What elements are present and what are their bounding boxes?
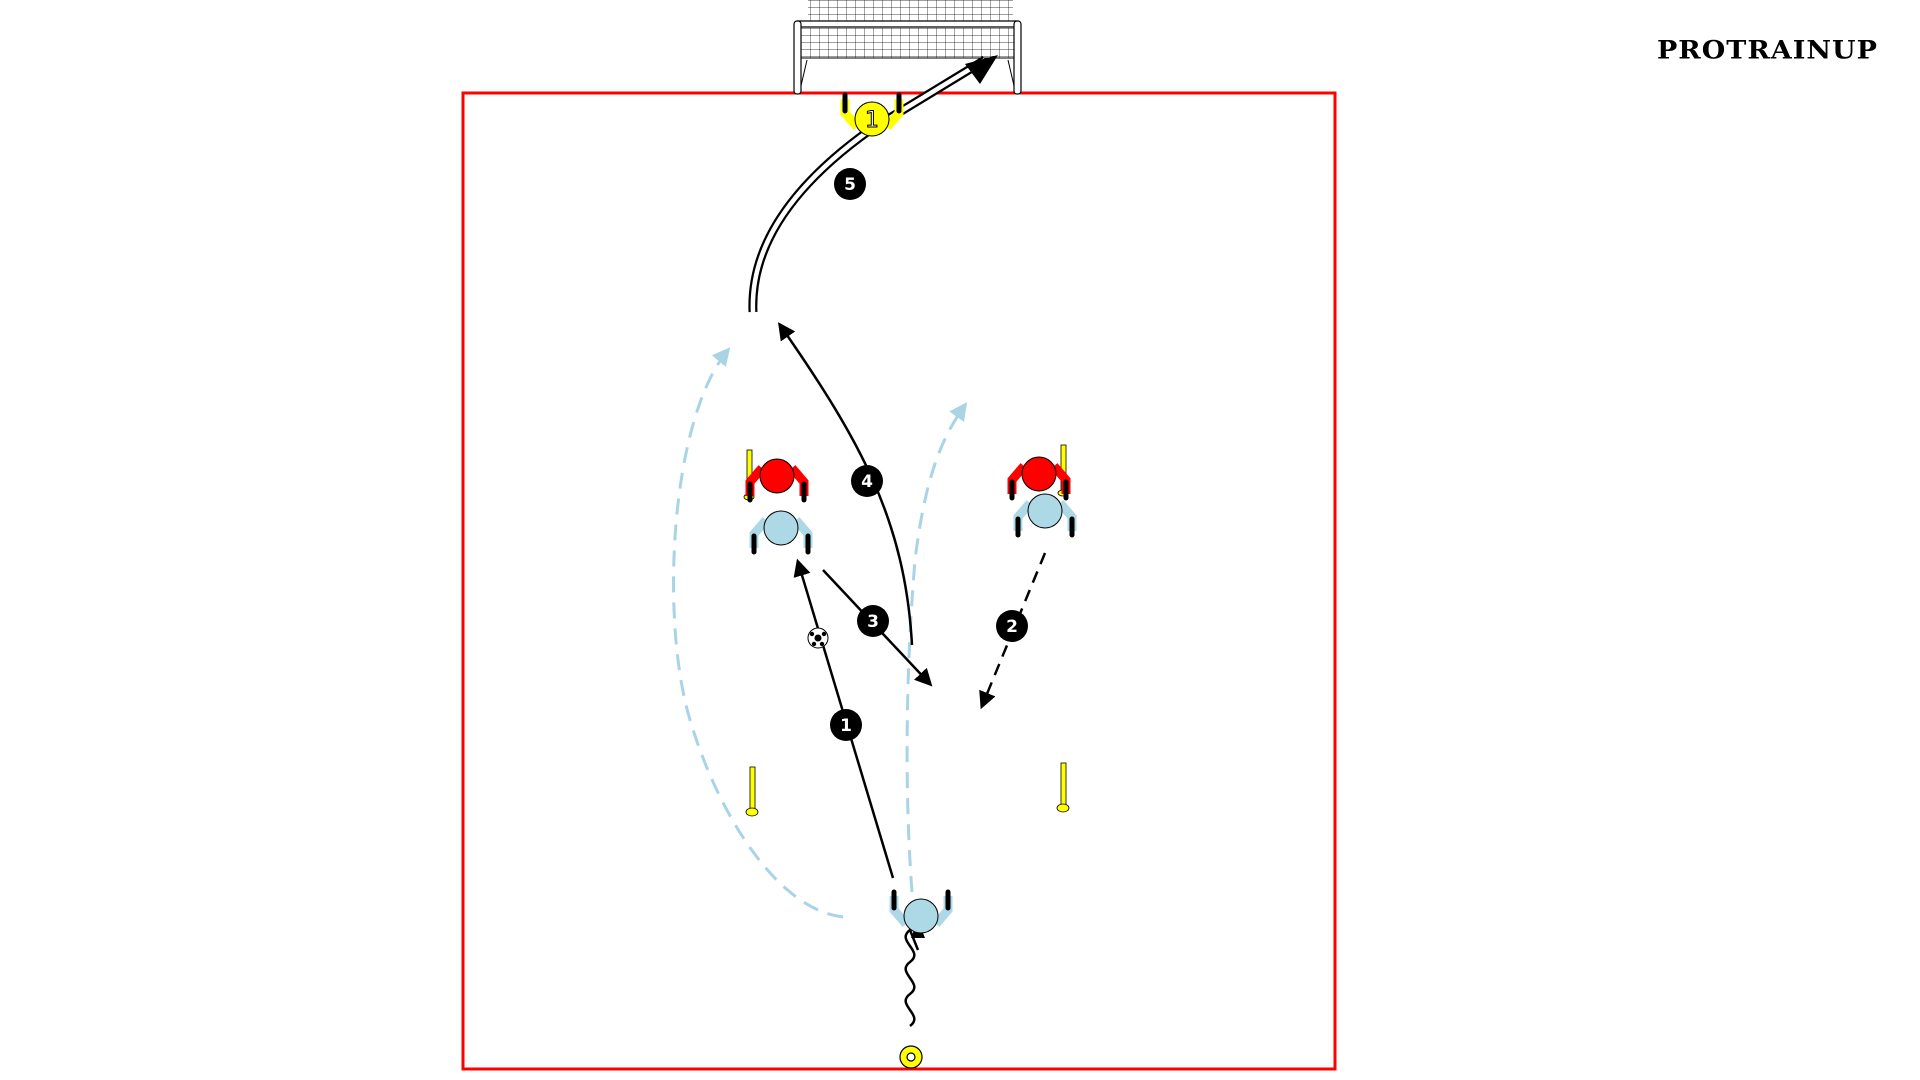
step-label-1: 1 — [830, 709, 862, 741]
step-label-3: 3 — [857, 605, 889, 637]
attacker-run-center — [905, 402, 968, 893]
protrainup-logo: PROTRAINUP — [1657, 35, 1878, 66]
dribble-line — [904, 928, 920, 1028]
pole-left-bottom — [745, 766, 759, 817]
shot-5-line — [748, 55, 998, 313]
svg-text:1: 1 — [840, 716, 852, 736]
attacker-run-left — [672, 347, 844, 919]
defender-left — [745, 458, 809, 503]
step-label-5: 5 — [834, 168, 866, 200]
step-label-4: 4 — [851, 465, 883, 497]
goalkeeper-number: 1 — [865, 108, 879, 133]
attacker-bottom — [889, 889, 953, 934]
defender-right — [1007, 456, 1071, 501]
svg-text:4: 4 — [861, 472, 873, 492]
goal — [793, 0, 1022, 95]
start-cone-icon — [899, 1045, 923, 1069]
attacker-left — [749, 510, 813, 555]
goalkeeper — [840, 92, 904, 137]
svg-text:5: 5 — [844, 175, 856, 195]
ball-icon — [807, 627, 829, 649]
svg-text:2: 2 — [1006, 617, 1018, 637]
attacker-right — [1013, 493, 1077, 538]
svg-text:3: 3 — [867, 612, 879, 632]
pole-right-bottom — [1056, 762, 1070, 813]
step-label-2: 2 — [996, 610, 1028, 642]
